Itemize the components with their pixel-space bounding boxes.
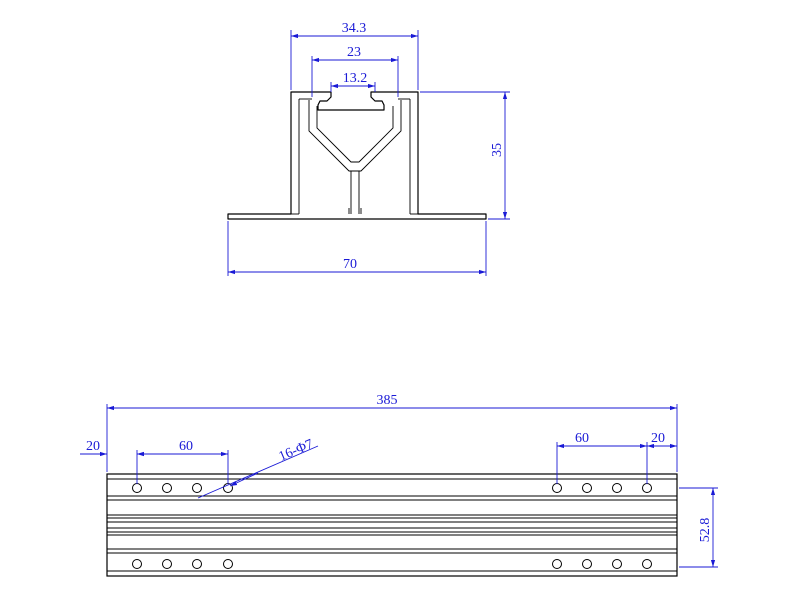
mounting-hole <box>132 483 142 493</box>
dim-label-left-pitch: 60 <box>179 439 193 454</box>
cross-section-view <box>227 91 487 220</box>
mounting-hole <box>192 559 202 569</box>
dim-label-base-width: 70 <box>343 257 357 272</box>
mounting-hole <box>612 483 622 493</box>
rail-outline <box>106 473 678 577</box>
mounting-hole <box>223 559 233 569</box>
mounting-hole <box>162 483 172 493</box>
profile-outline <box>227 91 487 220</box>
holes-note: 16-Φ7 <box>277 437 316 465</box>
dim-label-left-offset: 20 <box>86 439 100 454</box>
mounting-hole <box>612 559 622 569</box>
mounting-hole <box>132 559 142 569</box>
mounting-hole <box>552 483 562 493</box>
hole-leader <box>197 445 319 499</box>
mounting-hole <box>582 483 592 493</box>
mounting-hole <box>642 559 652 569</box>
dim-label-width-mid: 23 <box>347 45 361 60</box>
mounting-hole <box>642 483 652 493</box>
dim-label-length: 385 <box>377 393 398 408</box>
dim-label-width-outer: 34.3 <box>342 21 367 36</box>
mounting-hole <box>192 483 202 493</box>
dim-label-right-offset: 20 <box>651 431 665 446</box>
mounting-hole <box>552 559 562 569</box>
mounting-hole <box>582 559 592 569</box>
dim-label-rail-height: 52.8 <box>698 518 713 543</box>
dim-label-right-pitch: 60 <box>575 431 589 446</box>
side-dimensions: 385 20 60 16-Φ7 60 20 52.8 <box>80 393 718 568</box>
dim-label-height: 35 <box>490 143 505 157</box>
mounting-hole <box>162 559 172 569</box>
dim-label-width-inner: 13.2 <box>343 71 368 86</box>
rail-side-view <box>106 473 678 577</box>
top-dimensions: 34.3 23 13.2 35 70 <box>227 21 510 276</box>
